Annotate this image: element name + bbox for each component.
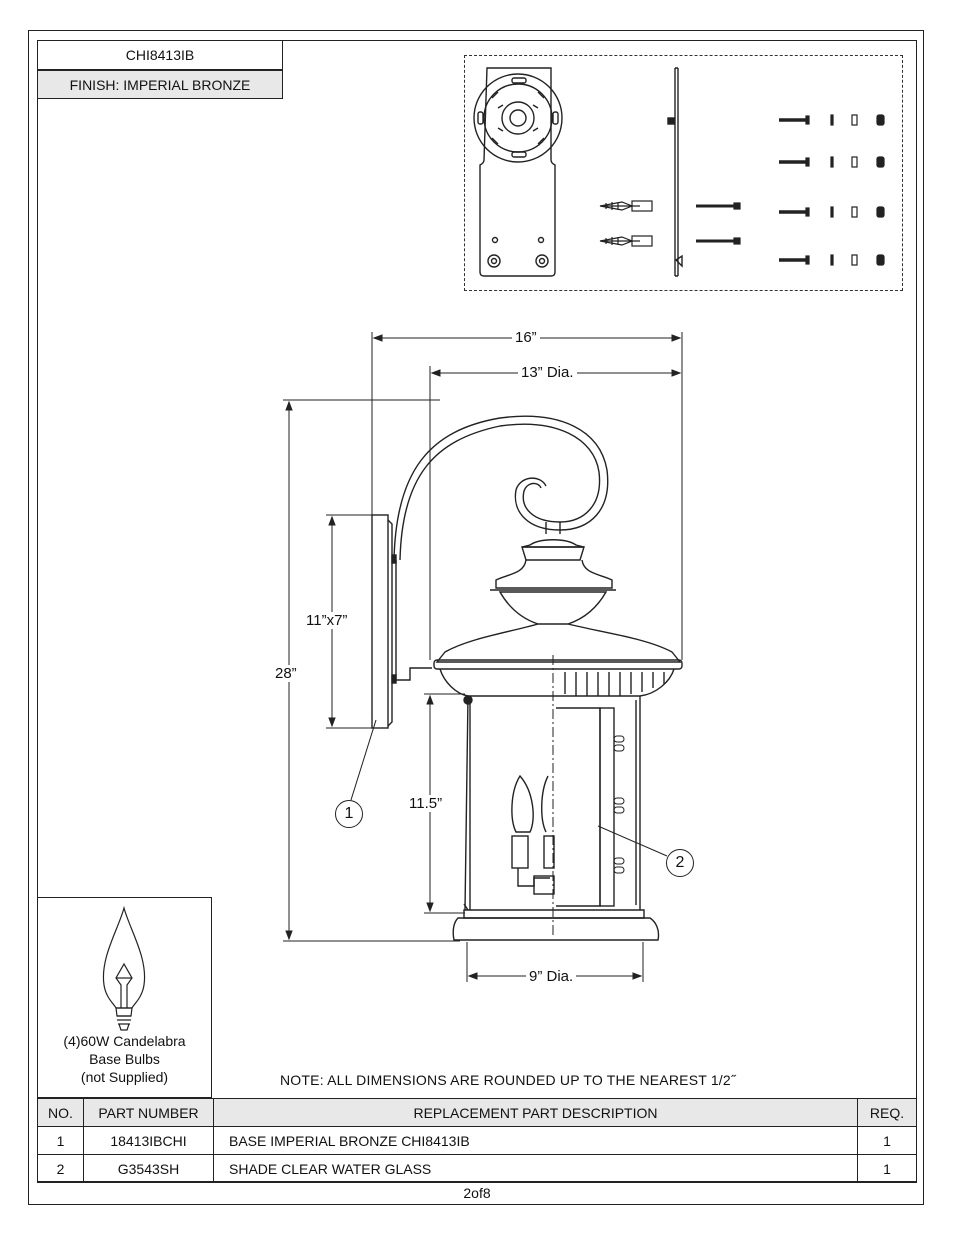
- row-req: 1: [857, 1154, 917, 1183]
- bulb-line-3: (not Supplied): [80, 1069, 169, 1085]
- bulb-description: (4)60W Candelabra Base Bulbs (not Suppli…: [37, 1032, 212, 1086]
- bracket-side-icon: [667, 67, 683, 277]
- candelabra-bulb-icon: [102, 905, 146, 1031]
- dimension-note: NOTE: ALL DIMENSIONS ARE ROUNDED UP TO T…: [280, 1072, 736, 1088]
- callout-1: 1: [335, 800, 363, 828]
- table-header-row: NO. PART NUMBER REPLACEMENT PART DESCRIP…: [37, 1098, 917, 1127]
- replacement-parts-table: NO. PART NUMBER REPLACEMENT PART DESCRIP…: [37, 1098, 917, 1183]
- dimension-height: 28”: [272, 665, 300, 682]
- wood-screw-icon: [696, 202, 741, 245]
- table-row: 1 18413IBCHI BASE IMPERIAL BRONZE CHI841…: [37, 1126, 917, 1155]
- row-part-number: 18413IBCHI: [83, 1126, 214, 1155]
- dimension-glass-height: 11.5”: [406, 795, 446, 812]
- hardware-panel: [464, 55, 903, 291]
- row-description: SHADE CLEAR WATER GLASS: [213, 1154, 858, 1183]
- row-no: 2: [37, 1154, 84, 1183]
- lantern-drawing: [371, 415, 683, 941]
- model-number: CHI8413IB: [37, 40, 283, 70]
- mounting-screw-set-icon: [779, 114, 885, 266]
- dimension-base-diameter: 9” Dia.: [526, 968, 577, 985]
- dimension-shade-diameter: 13” Dia.: [518, 364, 577, 381]
- callout-2: 2: [666, 849, 694, 877]
- row-no: 1: [37, 1126, 84, 1155]
- mounting-bracket-icon: [473, 67, 563, 277]
- table-row: 2 G3543SH SHADE CLEAR WATER GLASS 1: [37, 1154, 917, 1183]
- dimension-overall-width: 16”: [512, 329, 540, 346]
- bulb-line-1: (4)60W Candelabra: [63, 1033, 186, 1049]
- page-number: 2of8: [463, 1185, 491, 1201]
- dimension-backplate: 11”x7”: [303, 612, 351, 629]
- row-part-number: G3543SH: [83, 1154, 214, 1183]
- header-description: REPLACEMENT PART DESCRIPTION: [213, 1098, 858, 1127]
- header-no: NO.: [37, 1098, 84, 1127]
- finish-label: FINISH: IMPERIAL BRONZE: [37, 70, 283, 99]
- bulb-info-box: [37, 897, 212, 1098]
- wall-anchor-icon: [599, 200, 653, 247]
- header-req: REQ.: [857, 1098, 917, 1127]
- page-outer-border: [28, 30, 924, 1205]
- row-req: 1: [857, 1126, 917, 1155]
- bulb-line-2: Base Bulbs: [89, 1051, 160, 1067]
- row-description: BASE IMPERIAL BRONZE CHI8413IB: [213, 1126, 858, 1155]
- dimension-lines: [283, 332, 683, 982]
- header-part-number: PART NUMBER: [83, 1098, 214, 1127]
- callout-leaders: [350, 719, 668, 857]
